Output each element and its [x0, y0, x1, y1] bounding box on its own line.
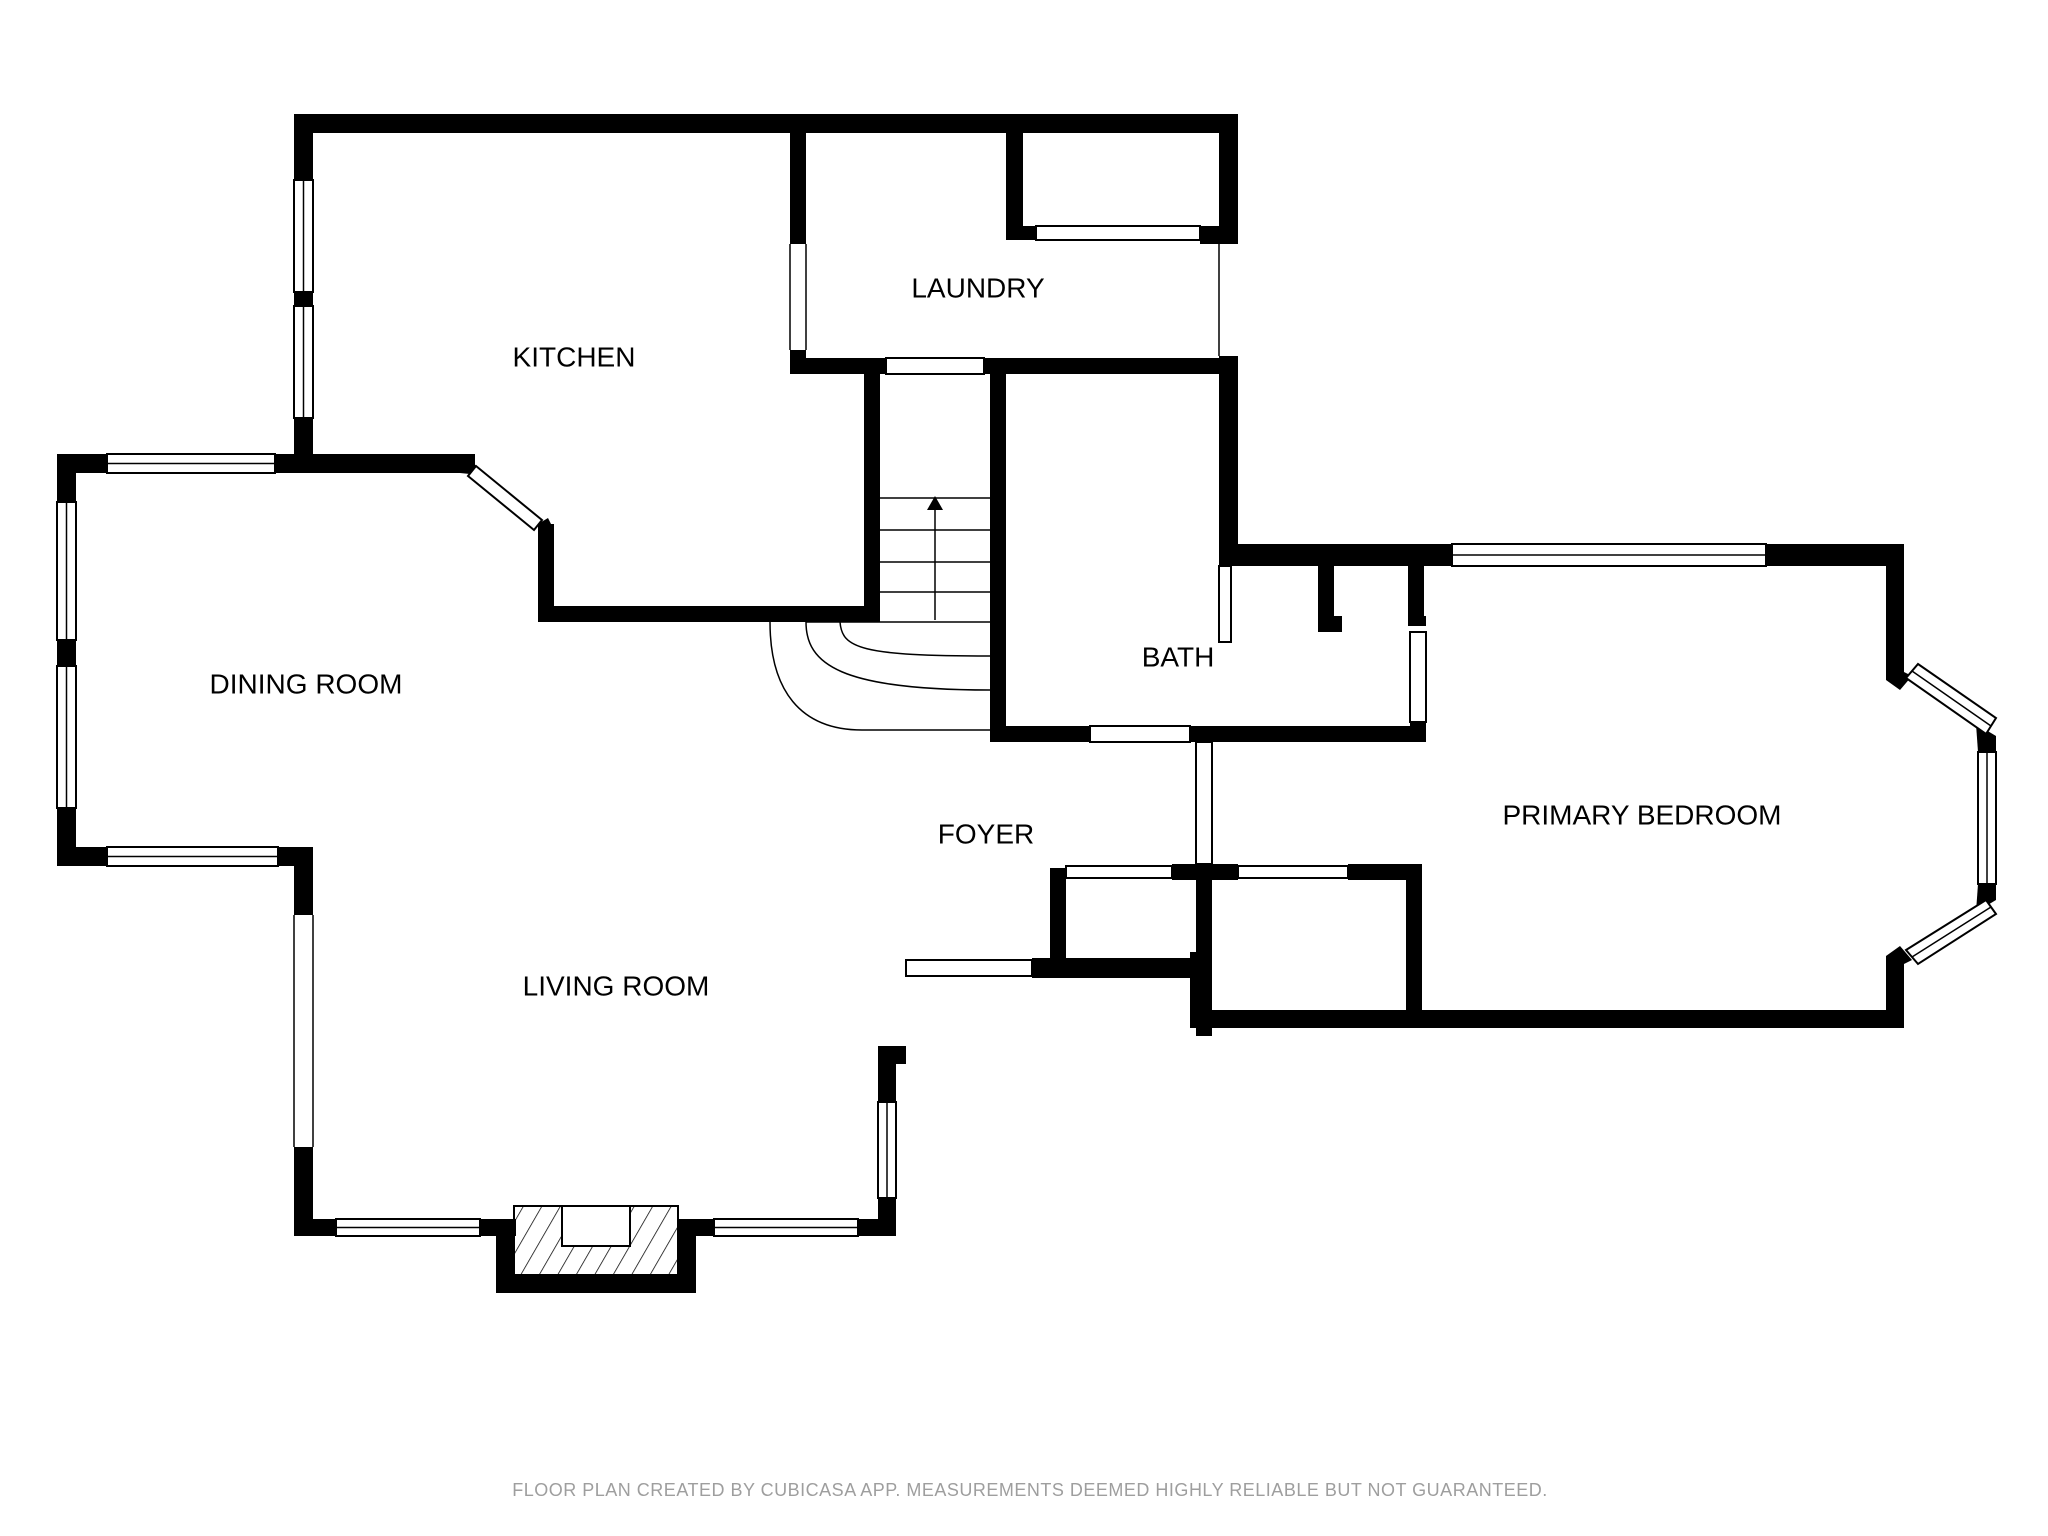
- stairs: [769, 496, 991, 731]
- arrow-up-icon: [927, 496, 943, 510]
- room-label-bath: BATH: [1142, 641, 1215, 672]
- walls: [57, 114, 1996, 1293]
- room-label-foyer: FOYER: [938, 818, 1034, 849]
- openings: [293, 244, 1427, 1147]
- room-label-primary-bedroom: PRIMARY BEDROOM: [1502, 799, 1781, 830]
- room-label-kitchen: KITCHEN: [513, 341, 636, 372]
- room-label-dining-room: DINING ROOM: [210, 668, 403, 699]
- fireplace-icon: [513, 1205, 679, 1276]
- room-labels: KITCHEN LAUNDRY DINING ROOM BATH FOYER P…: [210, 272, 1782, 1001]
- disclaimer-footer: FLOOR PLAN CREATED BY CUBICASA APP. MEAS…: [512, 1480, 1547, 1500]
- windows: [56, 179, 1998, 1237]
- room-label-living-room: LIVING ROOM: [523, 970, 710, 1001]
- room-label-laundry: LAUNDRY: [911, 272, 1045, 303]
